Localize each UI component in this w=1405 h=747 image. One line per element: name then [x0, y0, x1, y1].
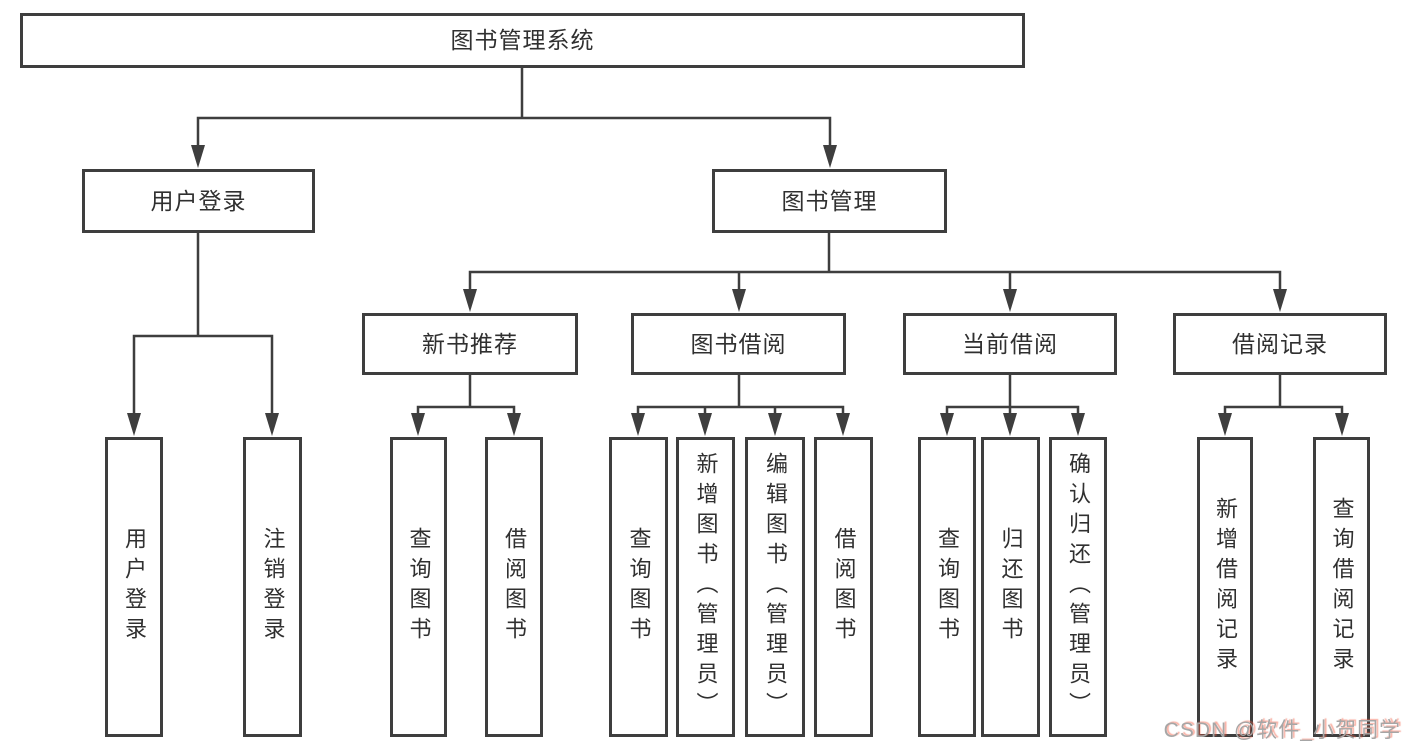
node-bb-borrow-book: 借阅图书: [814, 437, 873, 737]
node-borrow-records: 借阅记录: [1173, 313, 1387, 375]
connector-bookmanage-to-level3: [468, 231, 1282, 295]
node-br-add-record: 新增借阅记录: [1197, 437, 1253, 737]
node-book-manage: 图书管理: [712, 169, 947, 233]
arrowhead-icon: [1003, 413, 1017, 436]
arrowhead-icon: [1218, 413, 1232, 436]
arrowhead-icon: [507, 413, 521, 436]
node-cb-return-book-label: 归还图书: [998, 527, 1024, 647]
node-new-book-recommend: 新书推荐: [362, 313, 578, 375]
node-logout-leaf: 注销登录: [243, 437, 302, 737]
arrowhead-icon: [265, 413, 279, 436]
arrowhead-icon: [463, 289, 477, 312]
node-book-borrow: 图书借阅: [631, 313, 846, 375]
node-cb-confirm-return: 确认归还（管理员）: [1049, 437, 1107, 737]
node-user-login-leaf: 用户登录: [105, 437, 163, 737]
node-user-login: 用户登录: [82, 169, 315, 233]
node-bb-borrow-book-label: 借阅图书: [831, 527, 857, 647]
node-rec-query-book-label: 查询图书: [406, 527, 432, 647]
arrowhead-icon: [823, 145, 837, 168]
connector-borrowrecords-to-leaves: [1223, 373, 1344, 420]
connector-currentborrow-to-leaves: [945, 373, 1080, 420]
node-cb-return-book: 归还图书: [981, 437, 1040, 737]
arrowhead-icon: [768, 413, 782, 436]
node-system: 图书管理系统: [20, 13, 1025, 68]
arrowhead-icon: [1335, 413, 1349, 436]
node-bb-query-book-label: 查询图书: [626, 527, 652, 647]
node-current-borrow: 当前借阅: [903, 313, 1117, 375]
connector-newbookrec-to-leaves: [416, 373, 516, 420]
node-logout-leaf-label: 注销登录: [260, 527, 286, 647]
node-rec-query-book: 查询图书: [390, 437, 447, 737]
arrowhead-icon: [732, 289, 746, 312]
arrowhead-icon: [631, 413, 645, 436]
arrowhead-icon: [1003, 289, 1017, 312]
node-cb-confirm-return-label: 确认归还（管理员）: [1066, 452, 1091, 722]
node-bb-edit-book: 编辑图书（管理员）: [745, 437, 805, 737]
node-user-login-leaf-label: 用户登录: [122, 527, 147, 647]
arrowhead-icon: [1273, 289, 1287, 312]
node-cb-query-book: 查询图书: [918, 437, 976, 737]
arrowhead-icon: [411, 413, 425, 436]
node-bb-add-book-label: 新增图书（管理员）: [693, 452, 719, 722]
node-bb-query-book: 查询图书: [609, 437, 668, 737]
node-br-add-record-label: 新增借阅记录: [1213, 497, 1238, 677]
node-cb-query-book-label: 查询图书: [935, 527, 960, 647]
arrowhead-icon: [698, 413, 712, 436]
arrowhead-icon: [940, 413, 954, 436]
arrowhead-icon: [836, 413, 850, 436]
node-br-query-record-label: 查询借阅记录: [1329, 497, 1355, 677]
node-bb-edit-book-label: 编辑图书（管理员）: [763, 452, 788, 722]
node-rec-borrow-book: 借阅图书: [485, 437, 543, 737]
arrowhead-icon: [1071, 413, 1085, 436]
arrowhead-icon: [127, 413, 141, 436]
node-rec-borrow-book-label: 借阅图书: [502, 527, 527, 647]
arrowhead-icon: [191, 145, 205, 168]
node-bb-add-book: 新增图书（管理员）: [676, 437, 735, 737]
node-br-query-record: 查询借阅记录: [1313, 437, 1370, 737]
csdn-watermark: CSDN @软件_小贺同学: [1163, 719, 1401, 742]
connector-bookborrow-to-leaves: [636, 373, 845, 420]
connector-system-to-level2: [196, 66, 832, 149]
connector-userlogin-to-leaves: [132, 231, 274, 420]
arrowheads: [127, 145, 1349, 436]
